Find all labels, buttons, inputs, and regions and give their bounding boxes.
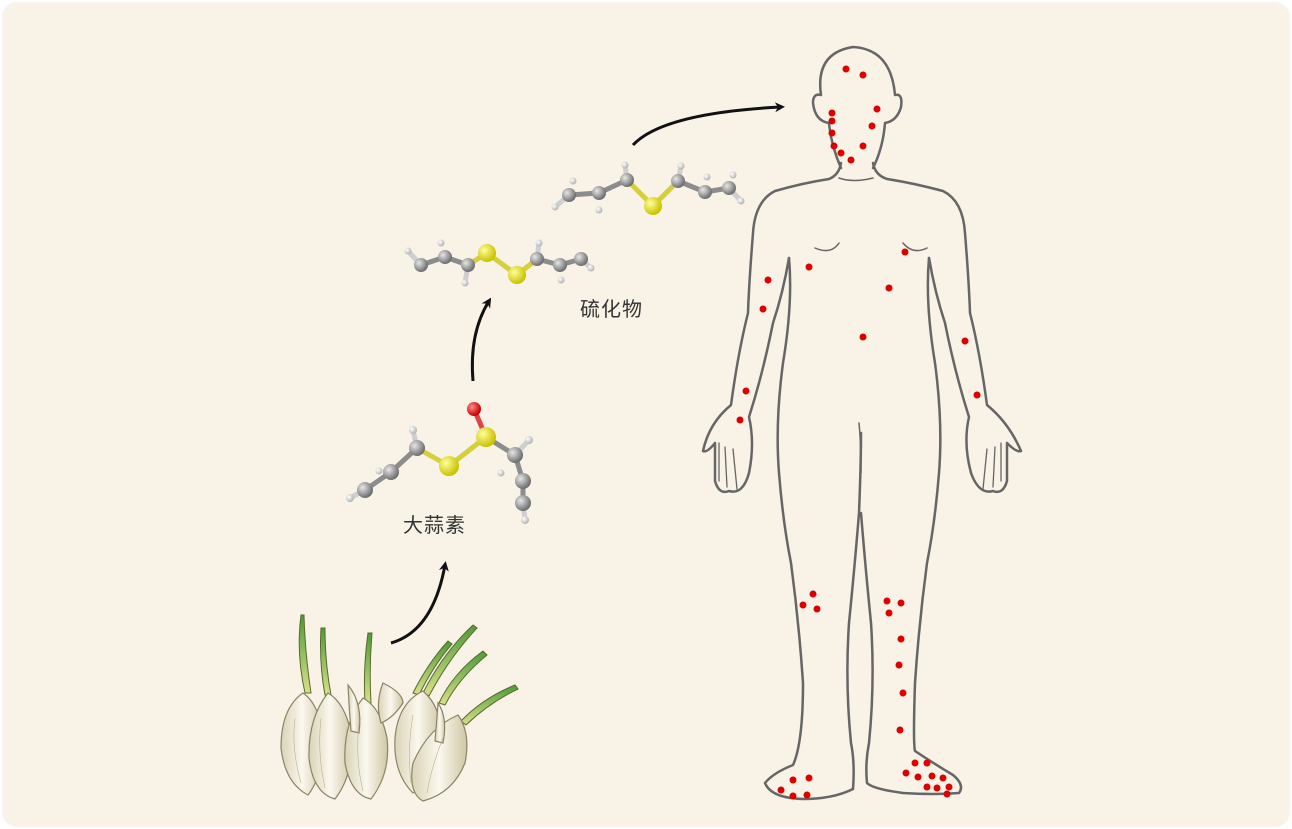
arrow-garlic-to-allicin [391, 565, 445, 643]
sulfur-atom [476, 427, 496, 447]
arrow-allicin-to-disulfide [472, 301, 489, 381]
allicin-molecule [346, 402, 533, 524]
sulfur-atom [439, 456, 459, 476]
diallyl-disulfide-molecule [405, 240, 595, 287]
diagram-canvas [3, 3, 1289, 826]
sulfides-label: 硫化物 [580, 293, 643, 322]
arrow-sulfide-to-body [633, 107, 781, 145]
diallyl-sulfide-molecule [552, 162, 745, 216]
garlic-bulbs-illustration [281, 615, 518, 801]
oxygen-atom [467, 402, 481, 416]
diagram-panel: 大蒜素 硫化物 [3, 3, 1289, 826]
human-body-outline [703, 47, 1021, 799]
affected-sites-dots [737, 66, 981, 800]
allicin-label: 大蒜素 [403, 509, 466, 538]
